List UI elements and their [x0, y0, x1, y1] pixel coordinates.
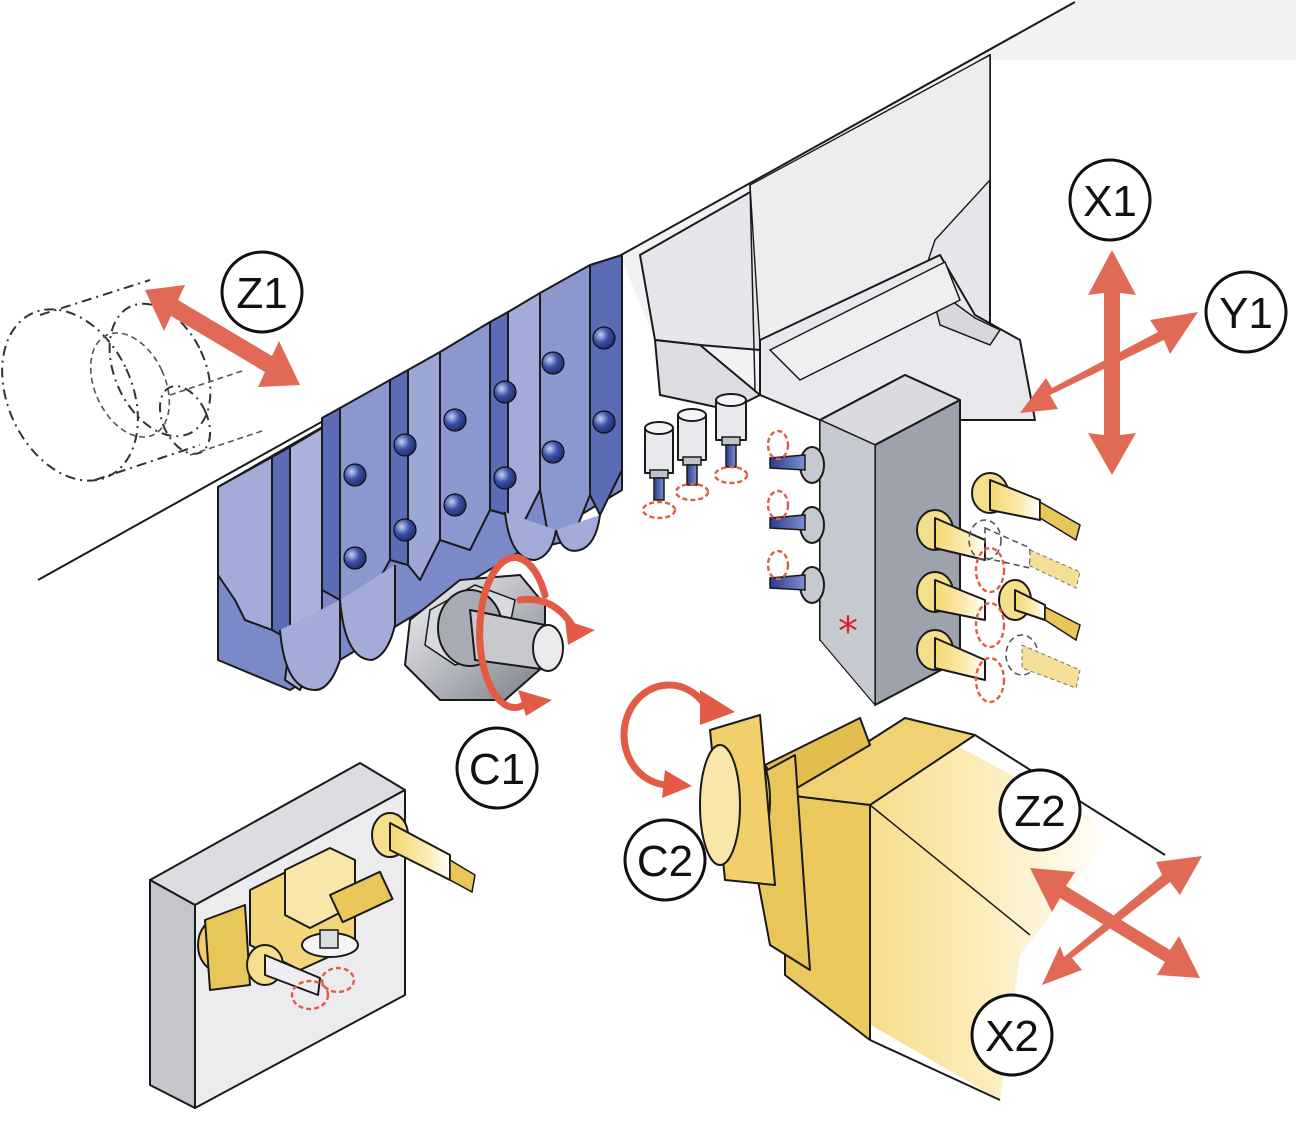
brass-holder	[916, 629, 986, 681]
vertical-tool	[715, 393, 747, 468]
clamp-screw-icon	[343, 326, 616, 570]
tool-blade	[439, 311, 509, 551]
c2-label: C2	[637, 837, 693, 886]
vertical-tool	[644, 421, 674, 501]
tool-blade	[507, 254, 623, 546]
z2-axis-badge: Z2	[998, 768, 1082, 852]
brass-holder	[971, 472, 1081, 542]
rotation-arrow-icon	[974, 546, 1006, 704]
rotation-arrow-icon	[290, 966, 356, 1011]
y1-label: Y1	[1219, 289, 1273, 338]
side-drill	[769, 566, 825, 604]
x2-label: X2	[985, 1012, 1039, 1061]
asterisk-mark: *	[838, 609, 858, 655]
rotation-arrow-icon	[766, 429, 790, 581]
side-drill	[769, 446, 825, 484]
x1-axis-badge: X1	[1068, 158, 1152, 242]
vertical-tool	[677, 408, 707, 486]
c2-axis-badge: C2	[623, 818, 707, 902]
c1-axis-badge: C1	[455, 726, 539, 810]
brass-holder	[998, 579, 1081, 642]
z2-label: Z2	[1014, 787, 1065, 836]
x1-label: X1	[1083, 177, 1137, 226]
brass-holder-ghost	[968, 519, 1081, 589]
c2-rotation-arrow	[620, 681, 735, 798]
y1-axis-badge: Y1	[1204, 270, 1288, 354]
main-chuck	[404, 574, 564, 701]
side-drill	[769, 506, 825, 544]
x1-y1-axis-arrow	[1020, 250, 1198, 475]
x2-axis-badge: X2	[970, 993, 1054, 1077]
rotation-arrow-icon	[641, 465, 749, 520]
back-tool-holders	[916, 472, 1081, 704]
z1-axis-badge: Z1	[220, 250, 304, 334]
main-spindle-ghost	[1, 279, 266, 482]
brass-holder	[916, 571, 986, 621]
tool-blade	[389, 351, 441, 581]
brass-holder	[916, 509, 986, 561]
gang-tool-post	[217, 254, 623, 691]
machine-frame	[37, 0, 1296, 581]
vertical-live-tools	[641, 393, 749, 520]
inset-tool-block	[149, 762, 476, 1109]
z1-axis-arrow	[145, 285, 300, 387]
z2-x2-axis-arrow	[1030, 856, 1202, 985]
c1-rotation-arrow	[476, 554, 595, 716]
c1-label: C1	[469, 745, 525, 794]
brass-holder-ghost	[1005, 634, 1081, 689]
z1-label: Z1	[236, 269, 287, 318]
